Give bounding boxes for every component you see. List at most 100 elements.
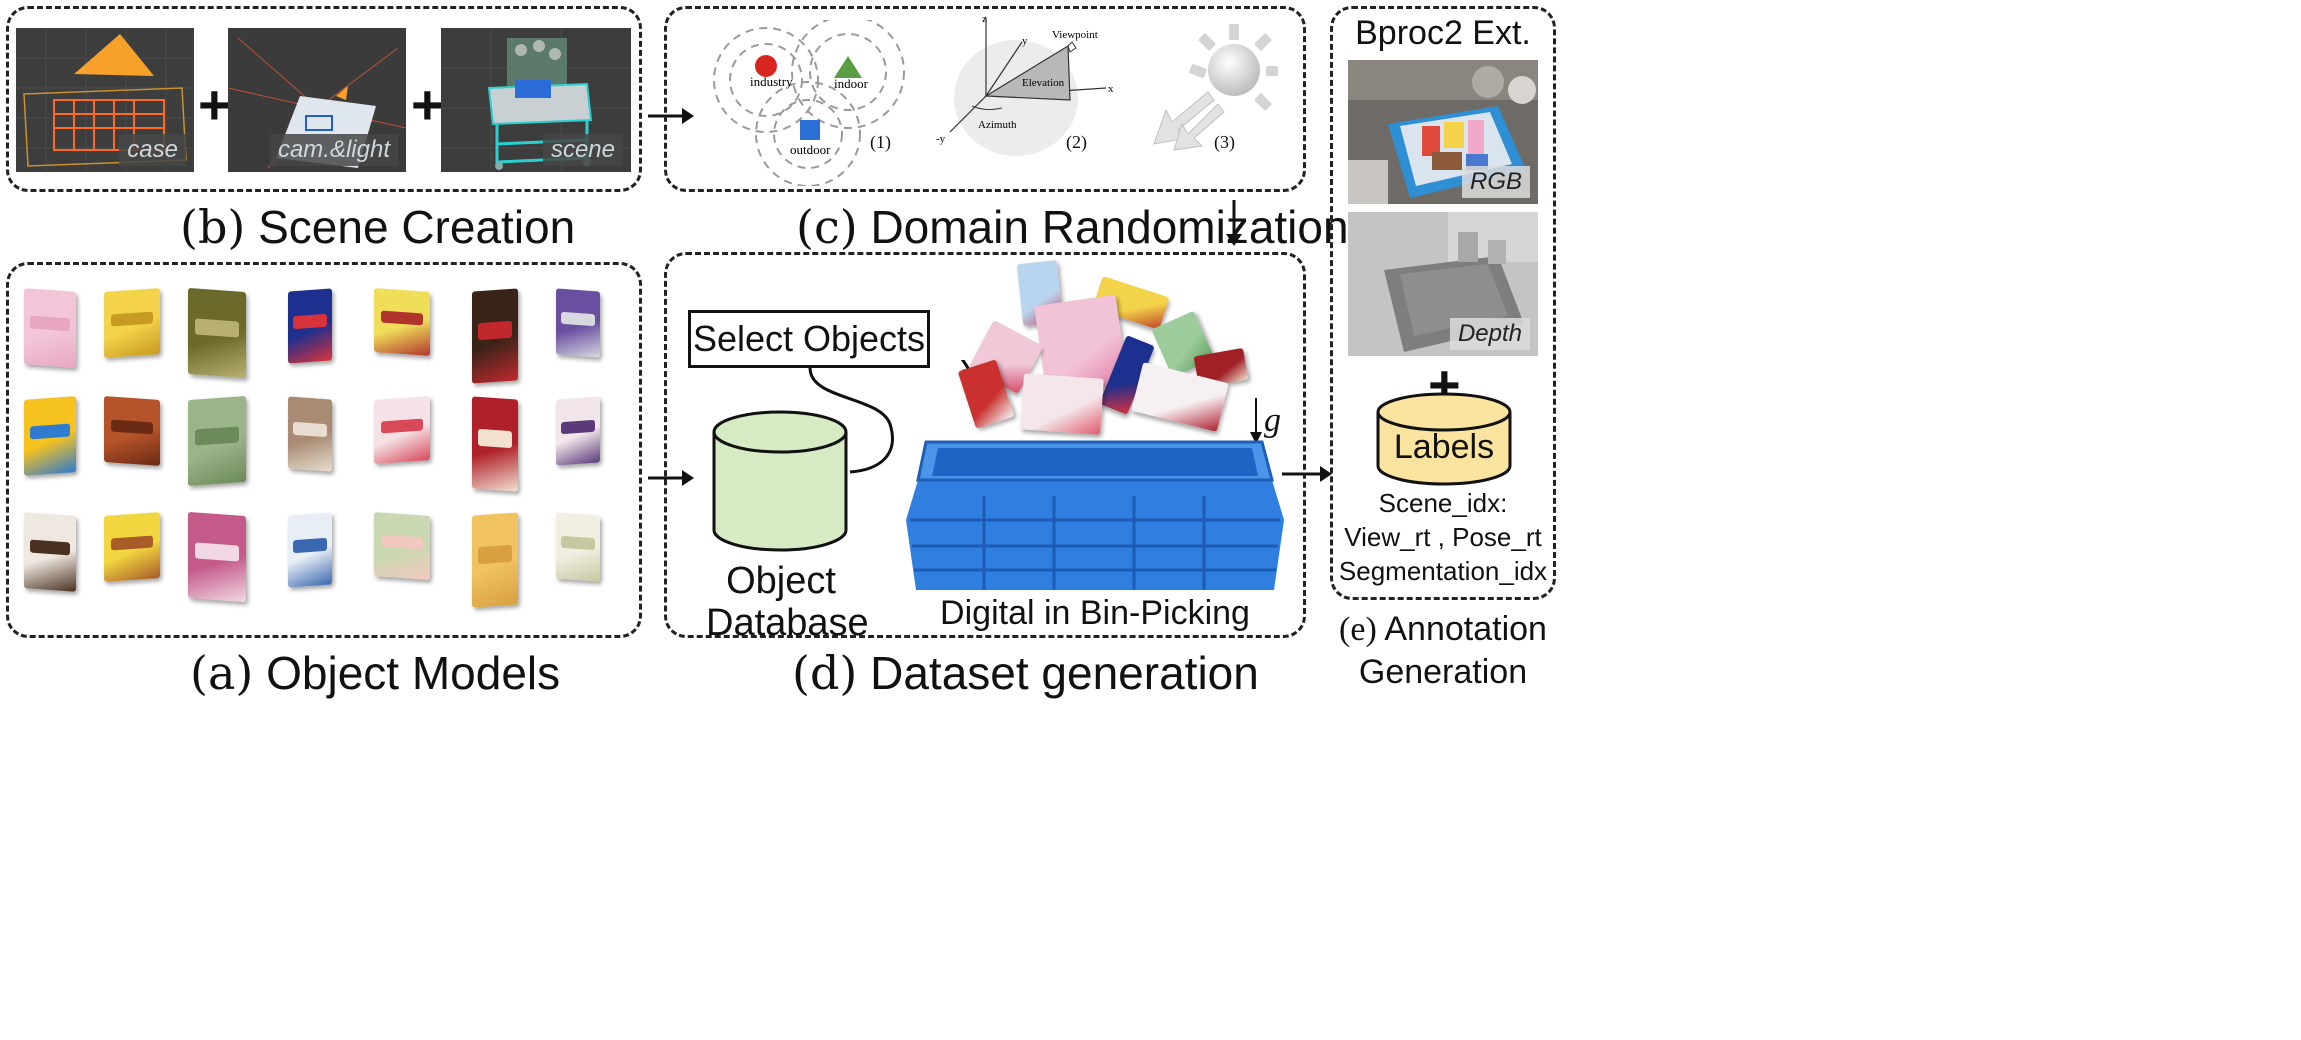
object-database-line1: Object <box>726 560 836 602</box>
object-database-cylinder <box>712 410 848 552</box>
industry-label: industry <box>750 74 793 89</box>
labels-text: Labels <box>1393 428 1495 466</box>
product-box <box>374 512 430 580</box>
product-box <box>288 396 332 472</box>
bproc-title: Bproc2 Ext. <box>1355 14 1531 52</box>
object-models-caption-prefix: (a) <box>190 646 254 700</box>
product-box <box>24 288 76 368</box>
product-box <box>188 395 246 487</box>
domain-randomization-caption-prefix: (c) <box>796 200 858 254</box>
camera-light-tag: cam.&light <box>269 134 398 166</box>
product-box-band <box>380 534 424 550</box>
product-box <box>188 287 246 379</box>
annotation-caption-line2: Generation <box>1358 653 1528 691</box>
product-box <box>556 396 600 466</box>
azimuth-label: Azimuth <box>978 119 1017 131</box>
product-box-band <box>110 535 154 551</box>
gravity-label: g <box>1264 402 1281 439</box>
randomization-sets-diagram: industry indoor outdoor <box>713 20 905 186</box>
viewpoint-label: Viewpoint <box>1052 29 1098 41</box>
product-box <box>556 288 600 358</box>
axis-neg-y-label: -y <box>936 133 946 145</box>
axis-x-label: x <box>1108 83 1114 95</box>
product-box-band <box>110 311 154 327</box>
marker-3: (3) <box>1214 132 1235 152</box>
dataset-generation-drawing <box>712 360 1262 552</box>
dataset-generation-frame <box>664 252 1306 638</box>
labels-database-cylinder <box>1376 392 1512 486</box>
product-box-band <box>194 318 240 338</box>
camera-light-render: cam.&light <box>228 28 406 172</box>
annotation-frame <box>1330 6 1556 600</box>
marker-1: (1) <box>870 132 891 152</box>
product-box-band <box>380 418 424 434</box>
case-render: case <box>16 28 194 172</box>
product-box <box>104 512 160 582</box>
indoor-label: indoor <box>834 76 869 91</box>
object-models-caption: (a) Object Models <box>190 646 560 700</box>
product-box <box>288 512 332 588</box>
annotation-caption-prefix: (e) <box>1339 611 1377 648</box>
outdoor-label: outdoor <box>790 142 831 157</box>
falling-object <box>1020 373 1104 435</box>
product-box-band <box>477 544 513 564</box>
annotation-fields: Scene_idx: View_rt , Pose_rt Segmentatio… <box>1330 486 1556 588</box>
scene-creation-caption-prefix: (b) <box>180 200 246 254</box>
bin <box>906 440 1284 590</box>
product-box <box>288 288 332 364</box>
product-box-band <box>477 320 513 340</box>
annotation-caption: (e) Annotation Generation <box>1320 608 1566 693</box>
product-box-band <box>293 314 327 330</box>
product-box-band <box>293 538 327 554</box>
object-models-caption-text: Object Models <box>266 647 561 699</box>
product-box <box>374 396 430 464</box>
scene-render: scene <box>441 28 631 172</box>
product-box-band <box>110 419 154 435</box>
scene-tag: scene <box>542 134 623 166</box>
light-cone-shape <box>74 34 154 76</box>
product-box-band <box>561 419 595 435</box>
product-box-band <box>561 535 595 551</box>
domain-randomization-caption-text: Domain Randomization <box>870 201 1349 253</box>
depth-tag: Depth <box>1449 318 1530 350</box>
product-box-band <box>194 426 240 446</box>
depth-illustration <box>1348 212 1538 356</box>
product-box-band <box>30 539 70 556</box>
viewpoint-diagram: z y x -y Viewpoint Elevation Azimuth <box>936 13 1114 156</box>
rgb-render: RGB <box>1348 60 1538 204</box>
select-objects-box: Select Objects <box>688 310 930 368</box>
product-box <box>472 288 518 384</box>
elevation-label: Elevation <box>1022 77 1065 89</box>
annotation-field-scene: Scene_idx: <box>1378 488 1508 518</box>
plus-sign-2: + <box>411 73 444 136</box>
scene-creation-caption-text: Scene Creation <box>258 201 576 253</box>
product-box-band <box>293 422 327 438</box>
scene-creation-frame <box>6 6 642 192</box>
scene-creation-caption: (b) Scene Creation <box>180 200 575 254</box>
arrow-to-annotation <box>1282 466 1332 482</box>
sun-icon <box>1153 24 1278 151</box>
dataset-generation-caption: (d) Dataset generation <box>792 646 1259 700</box>
object-database-line2: Database <box>706 602 869 644</box>
indoor-marker <box>834 56 862 78</box>
annotation-caption-line1: Annotation <box>1384 610 1547 648</box>
product-box-band <box>561 311 595 327</box>
case-tag: case <box>119 134 186 166</box>
annotation-field-segmentation: Segmentation_idx <box>1338 556 1548 586</box>
industry-marker <box>755 55 777 77</box>
product-box-band <box>30 423 70 440</box>
product-box <box>374 288 430 356</box>
product-box-band <box>477 428 513 448</box>
depth-render: Depth <box>1348 212 1538 356</box>
product-box <box>472 396 518 492</box>
arrow-to-dataset-generation <box>1226 200 1242 246</box>
product-box-band <box>30 315 70 332</box>
outdoor-marker <box>800 120 820 140</box>
product-box <box>24 396 76 476</box>
product-box <box>472 512 518 608</box>
product-box-band <box>194 542 240 562</box>
dataset-generation-caption-prefix: (d) <box>792 646 858 700</box>
marker-2: (2) <box>1066 132 1087 152</box>
dataset-generation-caption-text: Dataset generation <box>870 647 1259 699</box>
product-box <box>104 396 160 466</box>
